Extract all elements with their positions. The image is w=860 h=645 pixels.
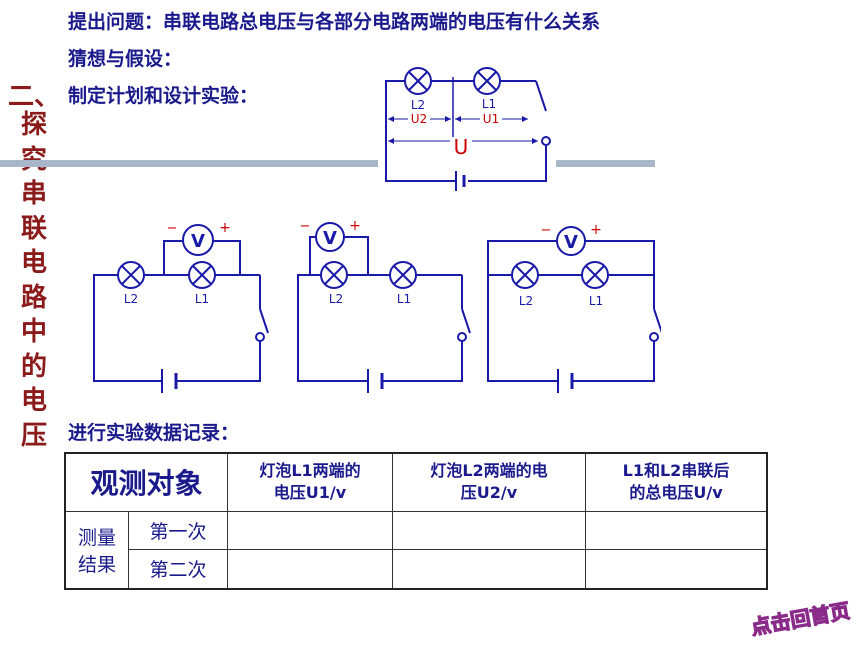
record-text: 进行实验数据记录：: [68, 422, 240, 444]
svg-text:U: U: [454, 135, 469, 159]
svg-text:+: +: [590, 222, 602, 238]
svg-text:−: −: [167, 221, 178, 236]
section-title: 探 究 串 联 电 路 中 的 电 压: [20, 110, 47, 451]
decorative-bar: [0, 160, 655, 167]
cell-u1-first[interactable]: [227, 510, 393, 550]
svg-text:L2: L2: [519, 294, 533, 308]
voltmeter-2-icon: V: [315, 222, 345, 252]
svg-text:V: V: [323, 228, 337, 249]
circuit-2: [297, 236, 471, 393]
circuit-3: [487, 240, 661, 393]
svg-text:L1: L1: [195, 292, 209, 306]
svg-text:L1: L1: [589, 294, 603, 308]
table-row: 第二次: [65, 548, 768, 590]
group-label: 测量 结果: [64, 510, 129, 590]
svg-text:V: V: [191, 231, 205, 252]
lamp-l2-icon: [117, 261, 145, 289]
hypothesis-text: 猜想与假设：: [68, 48, 183, 70]
svg-text:L2: L2: [124, 292, 138, 306]
svg-text:L2: L2: [329, 292, 343, 306]
svg-text:V: V: [564, 232, 578, 253]
cell-u-second[interactable]: [585, 548, 768, 590]
row-second: 第二次: [128, 548, 228, 590]
question-text: 提出问题：串联电路总电压与各部分电路两端的电压有什么关系: [68, 11, 601, 33]
header-u2: 灯泡L2两端的电 压U2/v: [392, 452, 586, 512]
header-object: 观测对象: [64, 452, 228, 512]
top-circuit-diagram: L2 L1 U2 U1 U: [378, 63, 556, 199]
svg-text:L1: L1: [397, 292, 411, 306]
cell-u2-first[interactable]: [392, 510, 586, 550]
lamp-l2-icon: [511, 261, 539, 289]
voltmeter-3-icon: V: [556, 226, 586, 256]
svg-text:−: −: [541, 223, 552, 238]
section-number: 二、: [8, 82, 61, 112]
lamp-l2-icon: [320, 261, 348, 289]
voltmeter-1-icon: V: [182, 224, 214, 256]
lamp-l1-icon: [389, 261, 417, 289]
svg-text:U1: U1: [483, 112, 499, 126]
svg-text:+: +: [219, 220, 231, 236]
lamp-l1-icon: [188, 261, 216, 289]
svg-text:L2: L2: [411, 98, 425, 112]
cell-u2-second[interactable]: [392, 548, 586, 590]
three-circuits-diagram: V − + L2 L1 V − +: [86, 213, 661, 398]
row-first: 第一次: [128, 510, 228, 550]
svg-text:+: +: [349, 218, 361, 234]
header-u1: 灯泡L1两端的 电压U1/v: [227, 452, 393, 512]
table-row: 测量 结果 第一次: [64, 510, 768, 590]
plan-text: 制定计划和设计实验：: [68, 85, 259, 107]
lamp-l1-icon: [473, 67, 501, 95]
data-table: 观测对象 灯泡L1两端的 电压U1/v 灯泡L2两端的电 压U2/v L1和L2…: [64, 452, 768, 590]
circuit-1: [93, 240, 269, 393]
lamp-l2-icon: [404, 67, 432, 95]
svg-text:U2: U2: [411, 112, 427, 126]
cell-u-first[interactable]: [585, 510, 768, 550]
header-u-total: L1和L2串联后 的总电压U/v: [585, 452, 768, 512]
svg-text:L1: L1: [482, 97, 496, 111]
svg-text:−: −: [300, 219, 311, 234]
cell-u1-second[interactable]: [227, 548, 393, 590]
lamp-l1-icon: [581, 261, 609, 289]
home-button[interactable]: 点击回首页: [748, 596, 852, 638]
svg-text:点击回首页: 点击回首页: [749, 598, 852, 638]
